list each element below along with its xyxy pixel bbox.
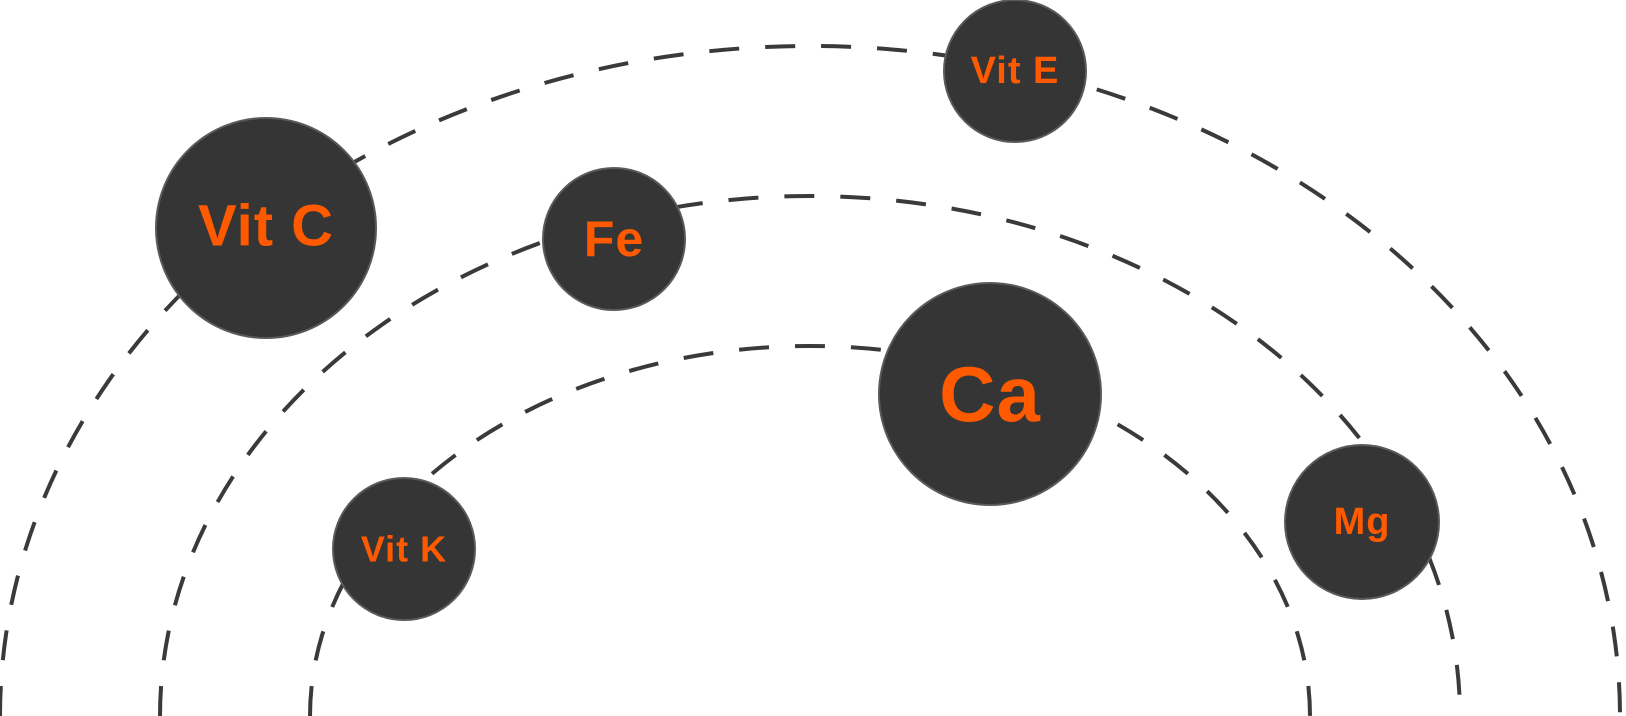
- node-label: Vit K: [361, 529, 447, 570]
- node-label: Fe: [584, 211, 644, 267]
- node-label: Ca: [939, 350, 1041, 438]
- node-fe: Fe: [542, 167, 686, 311]
- node-mg: Mg: [1284, 444, 1440, 600]
- node-vit-e: Vit E: [943, 0, 1087, 143]
- node-label: Mg: [1334, 501, 1391, 543]
- node-vit-c: Vit C: [155, 117, 377, 339]
- node-vit-k: Vit K: [332, 477, 476, 621]
- node-label: Vit E: [971, 50, 1060, 92]
- node-label: Vit C: [198, 194, 334, 259]
- node-ca: Ca: [878, 282, 1102, 506]
- outer-orbit: [0, 44, 1622, 716]
